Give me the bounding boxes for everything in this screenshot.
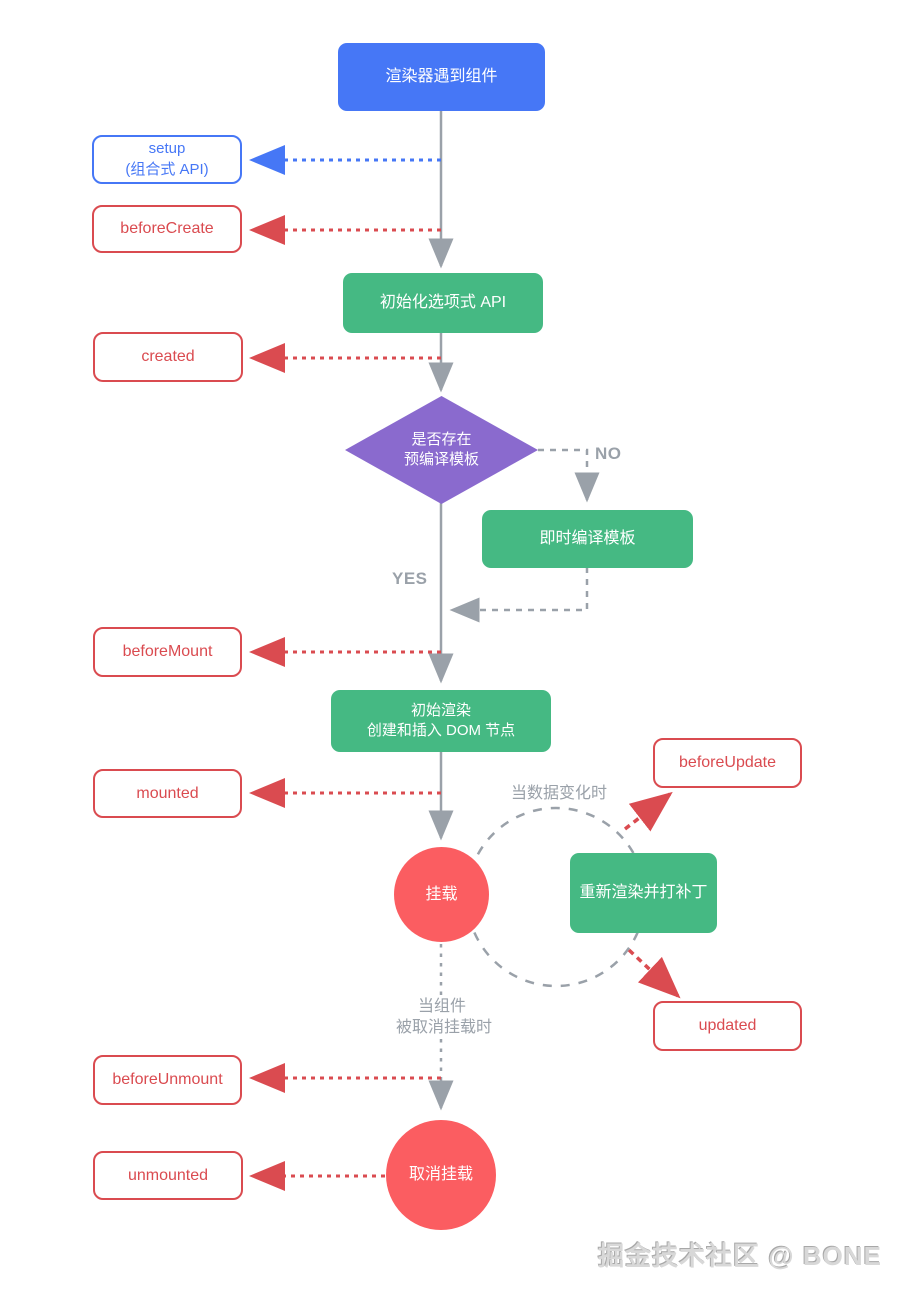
node-compile-template-on-the-fly: 即时编译模板 bbox=[482, 510, 693, 568]
node-label-line1: 初始渲染 bbox=[410, 701, 471, 719]
node-before-mount-hook: beforeMount bbox=[93, 627, 242, 677]
node-mounted-state: 挂载 bbox=[394, 847, 489, 942]
label-yes: YES bbox=[392, 569, 428, 588]
node-label: unmounted bbox=[127, 1166, 209, 1184]
node-label-line2: 预编译模板 bbox=[403, 451, 479, 468]
node-unmounted-state: 取消挂载 bbox=[386, 1120, 496, 1230]
node-initial-render: 初始渲染 创建和插入 DOM 节点 bbox=[331, 690, 551, 752]
node-re-render-and-patch: 重新渲染并打补丁 bbox=[570, 853, 717, 933]
node-mounted-hook: mounted bbox=[93, 769, 242, 818]
node-unmounted-hook: unmounted bbox=[93, 1151, 243, 1200]
node-label-line2: 创建和插入 DOM 节点 bbox=[366, 722, 516, 739]
node-created-hook: created bbox=[93, 332, 243, 382]
node-label-line1: 是否存在 bbox=[411, 430, 472, 448]
edge-no-branch-return bbox=[449, 567, 589, 623]
node-label: 初始化选项式 API bbox=[379, 294, 507, 312]
node-label: beforeUpdate bbox=[679, 754, 776, 772]
label-when-data-changes: 当数据变化时 bbox=[511, 785, 608, 802]
node-label: 渲染器遇到组件 bbox=[385, 68, 498, 86]
edge-hook-before-update bbox=[623, 791, 673, 832]
node-label: 挂载 bbox=[425, 885, 458, 903]
node-before-unmount-hook: beforeUnmount bbox=[93, 1055, 242, 1105]
edge-hook-updated bbox=[627, 948, 681, 999]
node-label: beforeCreate bbox=[120, 220, 214, 238]
node-label: mounted bbox=[136, 784, 199, 802]
node-label: 重新渲染并打补丁 bbox=[579, 884, 708, 902]
label-when-unmounted-line1: 当组件 bbox=[415, 996, 470, 1019]
node-before-create-hook: beforeCreate bbox=[92, 205, 242, 253]
label-when-unmounted-line2: 被取消挂载时 bbox=[393, 1017, 496, 1040]
node-renderer-encounters-component: 渲染器遇到组件 bbox=[338, 43, 545, 111]
node-label-line1: setup bbox=[148, 140, 186, 158]
node-label: beforeMount bbox=[122, 643, 213, 661]
node-label: created bbox=[141, 348, 195, 366]
watermark: 掘金技术社区 @ BONE bbox=[598, 1241, 882, 1271]
node-label: updated bbox=[698, 1017, 757, 1035]
node-label: 即时编译模板 bbox=[539, 530, 636, 548]
edge-no-branch bbox=[538, 448, 600, 503]
node-init-options-api: 初始化选项式 API bbox=[343, 273, 543, 333]
node-label: 取消挂载 bbox=[408, 1166, 473, 1184]
node-before-update-hook: beforeUpdate bbox=[653, 738, 802, 788]
node-label: beforeUnmount bbox=[112, 1071, 223, 1089]
node-updated-hook: updated bbox=[653, 1001, 802, 1051]
node-label-line2: (组合式 API) bbox=[125, 160, 209, 178]
label-no: NO bbox=[595, 444, 622, 463]
node-setup-hook: setup (组合式 API) bbox=[92, 135, 242, 184]
